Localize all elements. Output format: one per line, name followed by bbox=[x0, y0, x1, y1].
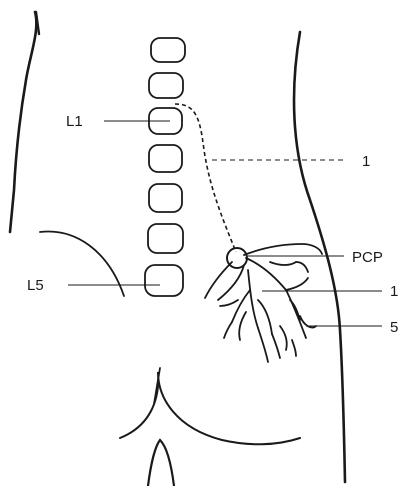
label-l5: L5 bbox=[27, 277, 44, 294]
vertebra-l5 bbox=[145, 265, 183, 296]
gluteal-curve bbox=[120, 372, 300, 444]
vertebra-1 bbox=[151, 38, 185, 62]
lower-limb-outline bbox=[148, 440, 174, 486]
label-marker-5: 5 bbox=[390, 319, 398, 336]
vertebra-5 bbox=[149, 184, 182, 212]
right-body-outline bbox=[294, 32, 345, 482]
vertebra-2 bbox=[149, 73, 183, 98]
left-iliac-curve bbox=[40, 232, 124, 296]
catheter-dashed-path bbox=[175, 104, 236, 252]
vessel-branch-tree bbox=[205, 244, 322, 362]
label-marker-1: 1 bbox=[390, 283, 398, 300]
vertebra-6 bbox=[148, 224, 183, 253]
vertebra-4 bbox=[149, 145, 182, 172]
label-catheter-marker: 1 bbox=[362, 153, 370, 170]
label-l1: L1 bbox=[66, 113, 83, 130]
vertebral-column bbox=[145, 38, 185, 296]
label-pcp: PCP bbox=[352, 249, 383, 266]
left-body-outline bbox=[10, 12, 36, 232]
